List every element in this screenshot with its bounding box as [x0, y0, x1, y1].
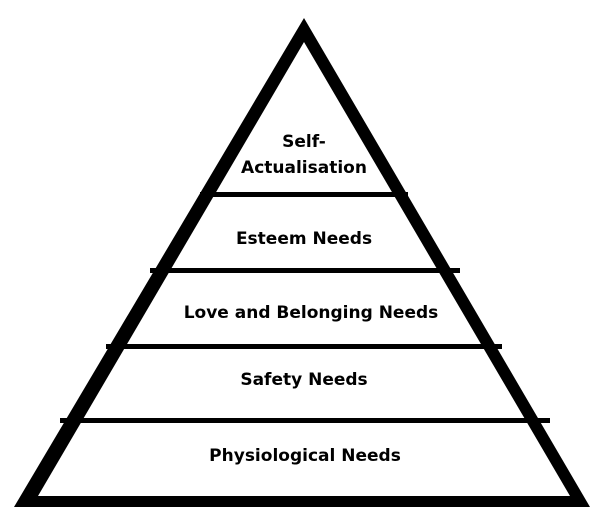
tier-label-line: Self-	[282, 132, 326, 152]
tier-safety: Safety Needs	[240, 370, 367, 390]
tier-label: Physiological Needs	[209, 446, 401, 466]
tier-esteem: Esteem Needs	[236, 229, 372, 249]
divider-2	[150, 268, 460, 273]
divider-4	[60, 418, 550, 423]
tier-label: Safety Needs	[240, 370, 367, 390]
divider-1	[200, 192, 408, 197]
tier-label-line: Actualisation	[241, 158, 367, 178]
tier-physiological: Physiological Needs	[209, 446, 401, 466]
tier-self-actualisation: Self- Actualisation	[241, 132, 367, 178]
tier-label: Esteem Needs	[236, 229, 372, 249]
divider-3	[106, 344, 502, 349]
tier-love-belonging: Love and Belonging Needs	[184, 303, 439, 323]
tier-label: Love and Belonging Needs	[184, 303, 439, 323]
